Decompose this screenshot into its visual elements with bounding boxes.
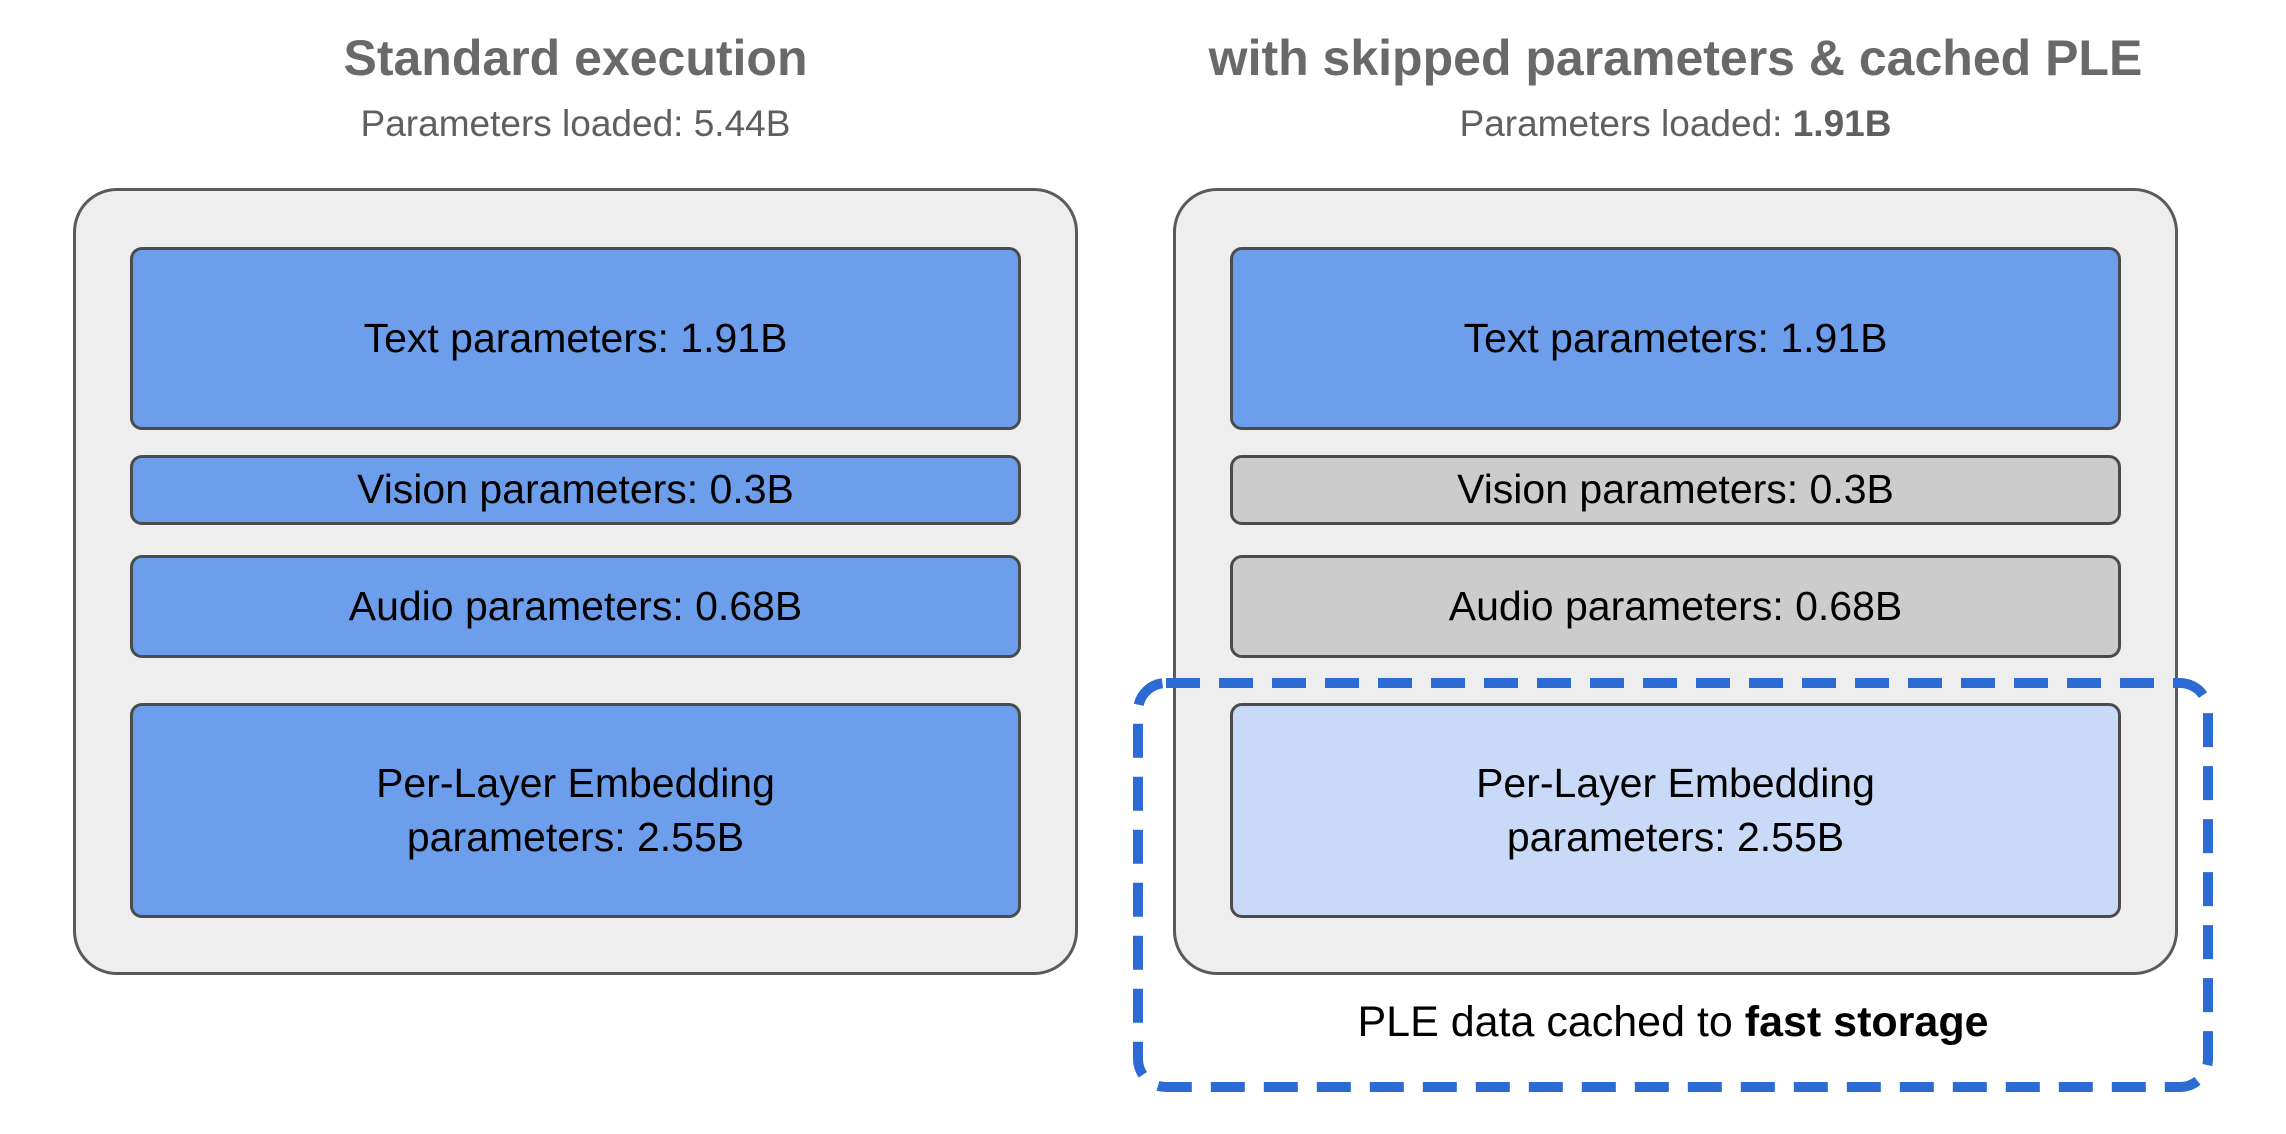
left-column-title: Standard execution — [343, 30, 808, 86]
block-audio-parameters-label: Audio parameters: 0.68B — [348, 582, 803, 629]
ple-cache-caption-prefix: PLE data cached to — [1357, 998, 1745, 1046]
left-model-container: Text parameters: 1.91B Vision parameters… — [73, 188, 1078, 975]
block-ple-label-line1: Per-Layer Embedding — [1476, 760, 1875, 807]
block-audio-parameters: Audio parameters: 0.68B — [130, 555, 1021, 658]
left-column-subtitle: Parameters loaded: 5.44B — [73, 102, 1078, 146]
block-text-parameters-label: Text parameters: 1.91B — [1463, 314, 1888, 361]
block-ple-label-line1: Per-Layer Embedding — [376, 760, 775, 807]
block-vision-parameters-skipped: Vision parameters: 0.3B — [1230, 455, 2121, 525]
right-subtitle-value: 1.91B — [1792, 103, 1892, 144]
block-vision-parameters-label: Vision parameters: 0.3B — [357, 466, 794, 513]
block-per-layer-embedding: Per-Layer Embedding parameters: 2.55B — [130, 703, 1021, 918]
block-per-layer-embedding-cached: Per-Layer Embedding parameters: 2.55B — [1230, 703, 2121, 918]
block-text-parameters: Text parameters: 1.91B — [1230, 247, 2121, 430]
block-text-parameters: Text parameters: 1.91B — [130, 247, 1021, 430]
block-audio-parameters-label: Audio parameters: 0.68B — [1448, 582, 1903, 629]
right-subtitle-prefix: Parameters loaded: — [1459, 103, 1793, 144]
block-audio-parameters-skipped: Audio parameters: 0.68B — [1230, 555, 2121, 658]
block-ple-label-line2: parameters: 2.55B — [1506, 813, 1845, 860]
right-column-subtitle: Parameters loaded: 1.91B — [1173, 102, 2178, 146]
right-model-container: Text parameters: 1.91B Vision parameters… — [1173, 188, 2178, 975]
left-subtitle-prefix: Parameters loaded: — [360, 103, 694, 144]
block-text-parameters-label: Text parameters: 1.91B — [363, 314, 788, 361]
block-vision-parameters-label: Vision parameters: 0.3B — [1457, 466, 1894, 513]
ple-cache-caption-bold: fast storage — [1744, 998, 1989, 1046]
block-vision-parameters: Vision parameters: 0.3B — [130, 455, 1021, 525]
block-ple-label-line2: parameters: 2.55B — [406, 813, 745, 860]
right-column-title: with skipped parameters & cached PLE — [1208, 30, 2143, 86]
left-subtitle-value: 5.44B — [693, 103, 791, 144]
ple-cache-caption: PLE data cached to fast storage — [1133, 998, 2213, 1047]
